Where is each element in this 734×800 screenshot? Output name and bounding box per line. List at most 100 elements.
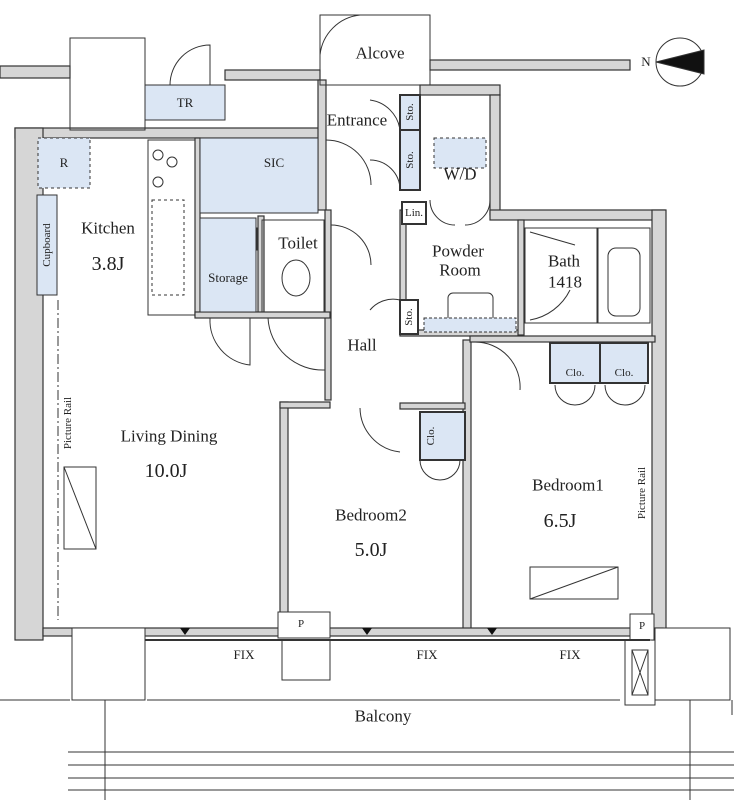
door-swing — [369, 159, 401, 191]
wall — [399, 402, 466, 410]
door-swing — [319, 14, 361, 56]
balcony-label: Balcony — [354, 706, 412, 726]
bed-mark — [529, 566, 619, 600]
bedroom1-label: Bedroom1 — [532, 475, 604, 495]
wall — [14, 127, 321, 139]
sic — [199, 137, 319, 214]
outdoor-unit — [71, 627, 146, 701]
cupboard — [36, 194, 58, 296]
bathtub — [607, 247, 641, 317]
balcony-rail — [0, 699, 734, 791]
living-dining-label: Living Dining — [120, 426, 218, 446]
wall — [651, 209, 667, 641]
washer-pan — [433, 137, 487, 169]
closet — [549, 342, 601, 384]
clo-label: Clo. — [424, 426, 437, 446]
kitchen-counter — [147, 139, 196, 316]
bathtub-frame — [597, 227, 651, 324]
cupboard-label: Cupboard — [40, 223, 53, 267]
wall — [224, 69, 321, 81]
clo-label: Clo. — [614, 366, 634, 379]
door-swing — [369, 298, 401, 311]
closet-doors — [554, 384, 646, 406]
powder-room-label-1: Powder — [432, 241, 484, 261]
compass-label: N — [641, 53, 651, 69]
wall — [324, 209, 332, 401]
picture-rail-line — [57, 300, 653, 620]
wall — [462, 339, 472, 631]
toilet-bowl — [281, 259, 311, 297]
pipe-label: P — [638, 619, 646, 632]
north-arrow-icon — [655, 49, 705, 75]
wall — [469, 335, 656, 343]
wall — [257, 215, 265, 317]
wall — [489, 209, 666, 221]
toilet-label: Toilet — [278, 233, 318, 253]
toilet-room — [261, 219, 325, 313]
wall — [317, 79, 327, 211]
wall — [419, 84, 501, 96]
trunk-room — [144, 84, 226, 121]
clo-label: Clo. — [565, 366, 585, 379]
bath-size: 1418 — [548, 272, 582, 292]
door-swing — [474, 341, 521, 391]
refrigerator — [37, 137, 91, 189]
tr-label: TR — [176, 94, 194, 110]
storage-label: Storage — [208, 269, 248, 285]
burner — [152, 149, 164, 161]
hall-label: Hall — [347, 335, 377, 355]
picture-rail-label: Picture Rail — [61, 396, 74, 450]
entrance-label: Entrance — [326, 110, 388, 130]
refrigerator-label: R — [59, 154, 69, 170]
wall — [194, 311, 331, 319]
living-dining-area: 10.0J — [144, 460, 188, 482]
bedroom2-label: Bedroom2 — [335, 505, 407, 525]
linen-storage — [401, 201, 427, 225]
sto-label: Sto. — [403, 151, 416, 169]
kitchen-label: Kitchen — [81, 218, 135, 238]
bath-label: Bath — [547, 251, 581, 271]
picture-rail-label: Picture Rail — [635, 466, 648, 520]
door-swing — [325, 139, 372, 186]
pipe-box — [277, 611, 331, 639]
fix-window-label: FIX — [416, 646, 438, 662]
alcove — [319, 14, 431, 86]
fix-window-label: FIX — [559, 646, 581, 662]
shoe-storage — [399, 129, 421, 191]
vanity-counter — [423, 317, 517, 333]
wall — [194, 137, 201, 317]
pipe-box — [281, 639, 331, 681]
wall — [517, 219, 525, 336]
outdoor-unit — [654, 627, 731, 701]
storage-small — [399, 299, 419, 335]
door-swing — [359, 407, 401, 453]
sic-label: SIC — [263, 154, 285, 170]
door-swing — [267, 317, 326, 371]
closet — [599, 342, 649, 384]
door-swing — [169, 44, 211, 86]
wall — [279, 401, 331, 409]
storage — [199, 217, 257, 313]
kitchen-area: 3.8J — [91, 253, 125, 275]
door-swing — [529, 231, 576, 321]
wd-label: W/D — [443, 164, 477, 184]
alcove-label: Alcove — [355, 43, 405, 63]
wall — [279, 401, 289, 631]
door-swing — [209, 317, 251, 366]
wall — [0, 65, 71, 79]
bedroom1-area: 6.5J — [543, 510, 577, 532]
closet — [419, 411, 466, 461]
tv-mark — [63, 466, 97, 550]
bedroom2-area: 5.0J — [354, 539, 388, 561]
bath-room — [524, 227, 598, 324]
compass — [655, 37, 705, 87]
wall — [489, 94, 501, 216]
door-swing — [429, 199, 491, 226]
sto-label: Sto. — [403, 103, 416, 121]
sto-label: Sto. — [402, 308, 415, 326]
pipe-label: P — [297, 617, 305, 630]
closet-doors — [419, 459, 461, 481]
door-swing — [330, 224, 372, 266]
